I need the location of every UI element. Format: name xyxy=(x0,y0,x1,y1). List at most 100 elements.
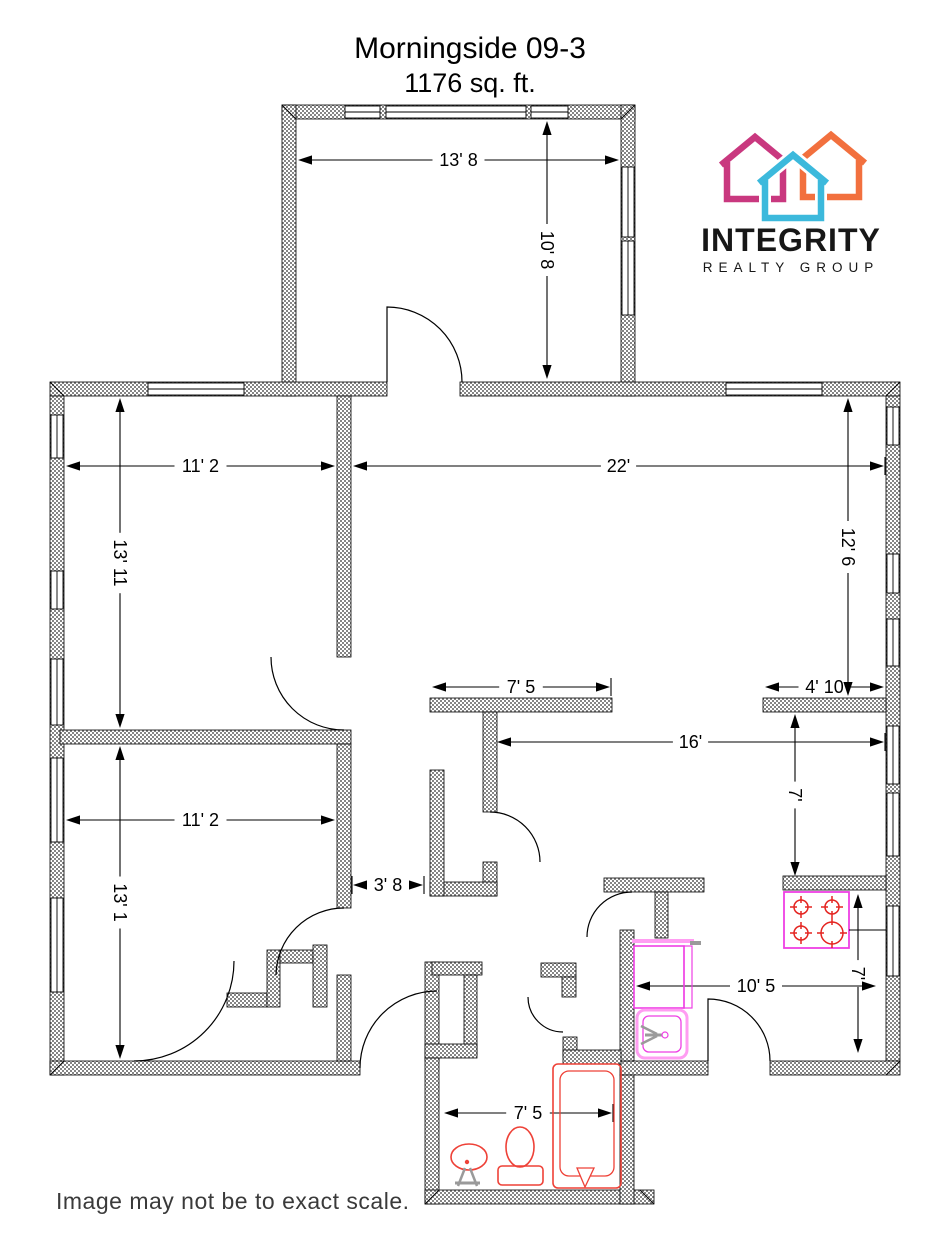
dimension-arrowhead xyxy=(765,682,779,692)
dimension-arrowhead xyxy=(870,737,884,747)
wall xyxy=(424,1057,440,1205)
dimension-arrowhead xyxy=(115,398,125,412)
dimension-arrowhead xyxy=(115,714,125,728)
wall-corner-line xyxy=(49,381,65,397)
dimension-arrowhead xyxy=(853,1039,863,1053)
dimension-label: 16' xyxy=(679,732,702,752)
dimension-label: 13' 8 xyxy=(439,150,477,170)
wall xyxy=(619,929,635,1062)
wall xyxy=(49,1060,361,1076)
door-swing xyxy=(489,811,541,863)
wall-corner-line xyxy=(885,1060,901,1076)
dimension-arrowhead xyxy=(853,894,863,908)
wall xyxy=(562,1049,622,1065)
kitchen-sink xyxy=(635,1008,689,1060)
dimension-arrowhead xyxy=(432,682,446,692)
brand-logo: INTEGRITY REALTY GROUP xyxy=(660,122,922,275)
dimension-arrowhead xyxy=(870,682,884,692)
plan-area: 1176 sq. ft. xyxy=(404,68,536,98)
door-swing xyxy=(707,998,771,1062)
wall-corner-line xyxy=(281,104,297,120)
dimension-arrowhead xyxy=(66,461,80,471)
wall xyxy=(429,697,613,713)
wall-corner-line xyxy=(49,1060,65,1076)
bathroom-sink xyxy=(450,1143,488,1171)
house-icon-cyan-halo xyxy=(755,147,831,222)
plan-title: Morningside 09-3 xyxy=(354,32,586,65)
door-swing xyxy=(275,907,345,976)
wall xyxy=(429,769,445,897)
door-swing xyxy=(270,656,345,731)
dimension-arrowhead xyxy=(605,155,619,165)
wall xyxy=(603,877,705,893)
dimension-arrowhead xyxy=(66,815,80,825)
dimension-arrowhead xyxy=(862,981,876,991)
kitchen-faucet-tip xyxy=(661,1031,669,1039)
dimension-label: 10' 8 xyxy=(537,231,557,269)
toilet-bowl xyxy=(505,1126,535,1168)
wall-corner-line xyxy=(620,104,636,120)
dimension-arrowhead xyxy=(353,461,367,471)
dimension-label: 7' xyxy=(785,788,805,801)
dimension-label: 11' 2 xyxy=(182,810,219,830)
door-swing xyxy=(386,306,463,383)
wall xyxy=(336,395,352,658)
dimension-label: 3' 8 xyxy=(374,875,402,895)
wall-corner-line xyxy=(885,381,901,397)
refrigerator xyxy=(633,945,685,1009)
dimension-label: 12' 6 xyxy=(838,528,858,566)
wall xyxy=(226,992,268,1008)
bathtub-drain xyxy=(576,1167,596,1189)
dimension-arrowhead xyxy=(115,1045,125,1059)
bathroom-sink-drain xyxy=(464,1159,470,1165)
dimension-label: 7' xyxy=(848,967,868,980)
brand-tagline: REALTY GROUP xyxy=(702,260,880,275)
stove-burner xyxy=(820,921,844,945)
bathtub-inner xyxy=(559,1070,615,1177)
logo-houses xyxy=(718,130,868,222)
door-swing xyxy=(527,996,564,1033)
wall xyxy=(654,891,669,939)
dimension-arrowhead xyxy=(409,880,423,890)
bathtub xyxy=(552,1063,622,1189)
wall xyxy=(482,711,498,813)
wall xyxy=(424,1043,478,1059)
dimension-label: 13' 11 xyxy=(110,539,130,586)
wall xyxy=(561,976,577,998)
kitchen-faucet xyxy=(640,1034,658,1046)
dimension-label: 13' 1 xyxy=(110,883,130,921)
door-swing xyxy=(586,891,633,938)
dimension-arrowhead xyxy=(843,398,853,412)
corner-lines-layer xyxy=(49,104,901,1205)
wall xyxy=(424,1189,655,1205)
dimension-arrowhead xyxy=(598,1108,612,1118)
wall xyxy=(279,949,314,964)
dimension-label: 22' xyxy=(607,456,630,476)
house-icon-orange xyxy=(794,130,868,201)
dimension-arrowhead xyxy=(636,981,650,991)
dimension-arrowhead xyxy=(115,746,125,760)
dimension-arrowhead xyxy=(542,121,552,135)
house-icon-cyan xyxy=(756,150,830,222)
wall-corner-line xyxy=(424,1189,440,1205)
refrigerator-door xyxy=(683,945,693,1009)
door-swing xyxy=(133,960,235,1062)
wall xyxy=(540,962,577,978)
stove xyxy=(783,891,850,949)
wall xyxy=(619,1060,709,1076)
wall xyxy=(762,697,887,713)
wall xyxy=(336,974,352,1062)
dimension-arrowhead xyxy=(542,365,552,379)
dimension-arrowhead xyxy=(298,155,312,165)
dimension-arrowhead xyxy=(321,461,335,471)
kitchen-faucet xyxy=(640,1024,658,1036)
wall xyxy=(782,875,887,891)
wall xyxy=(459,381,901,397)
dimension-arrowhead xyxy=(497,737,511,747)
toilet-tank xyxy=(497,1165,544,1186)
dimension-arrowhead xyxy=(596,682,610,692)
dimension-label: 7' 5 xyxy=(514,1103,542,1123)
dimension-arrowhead xyxy=(843,682,853,696)
